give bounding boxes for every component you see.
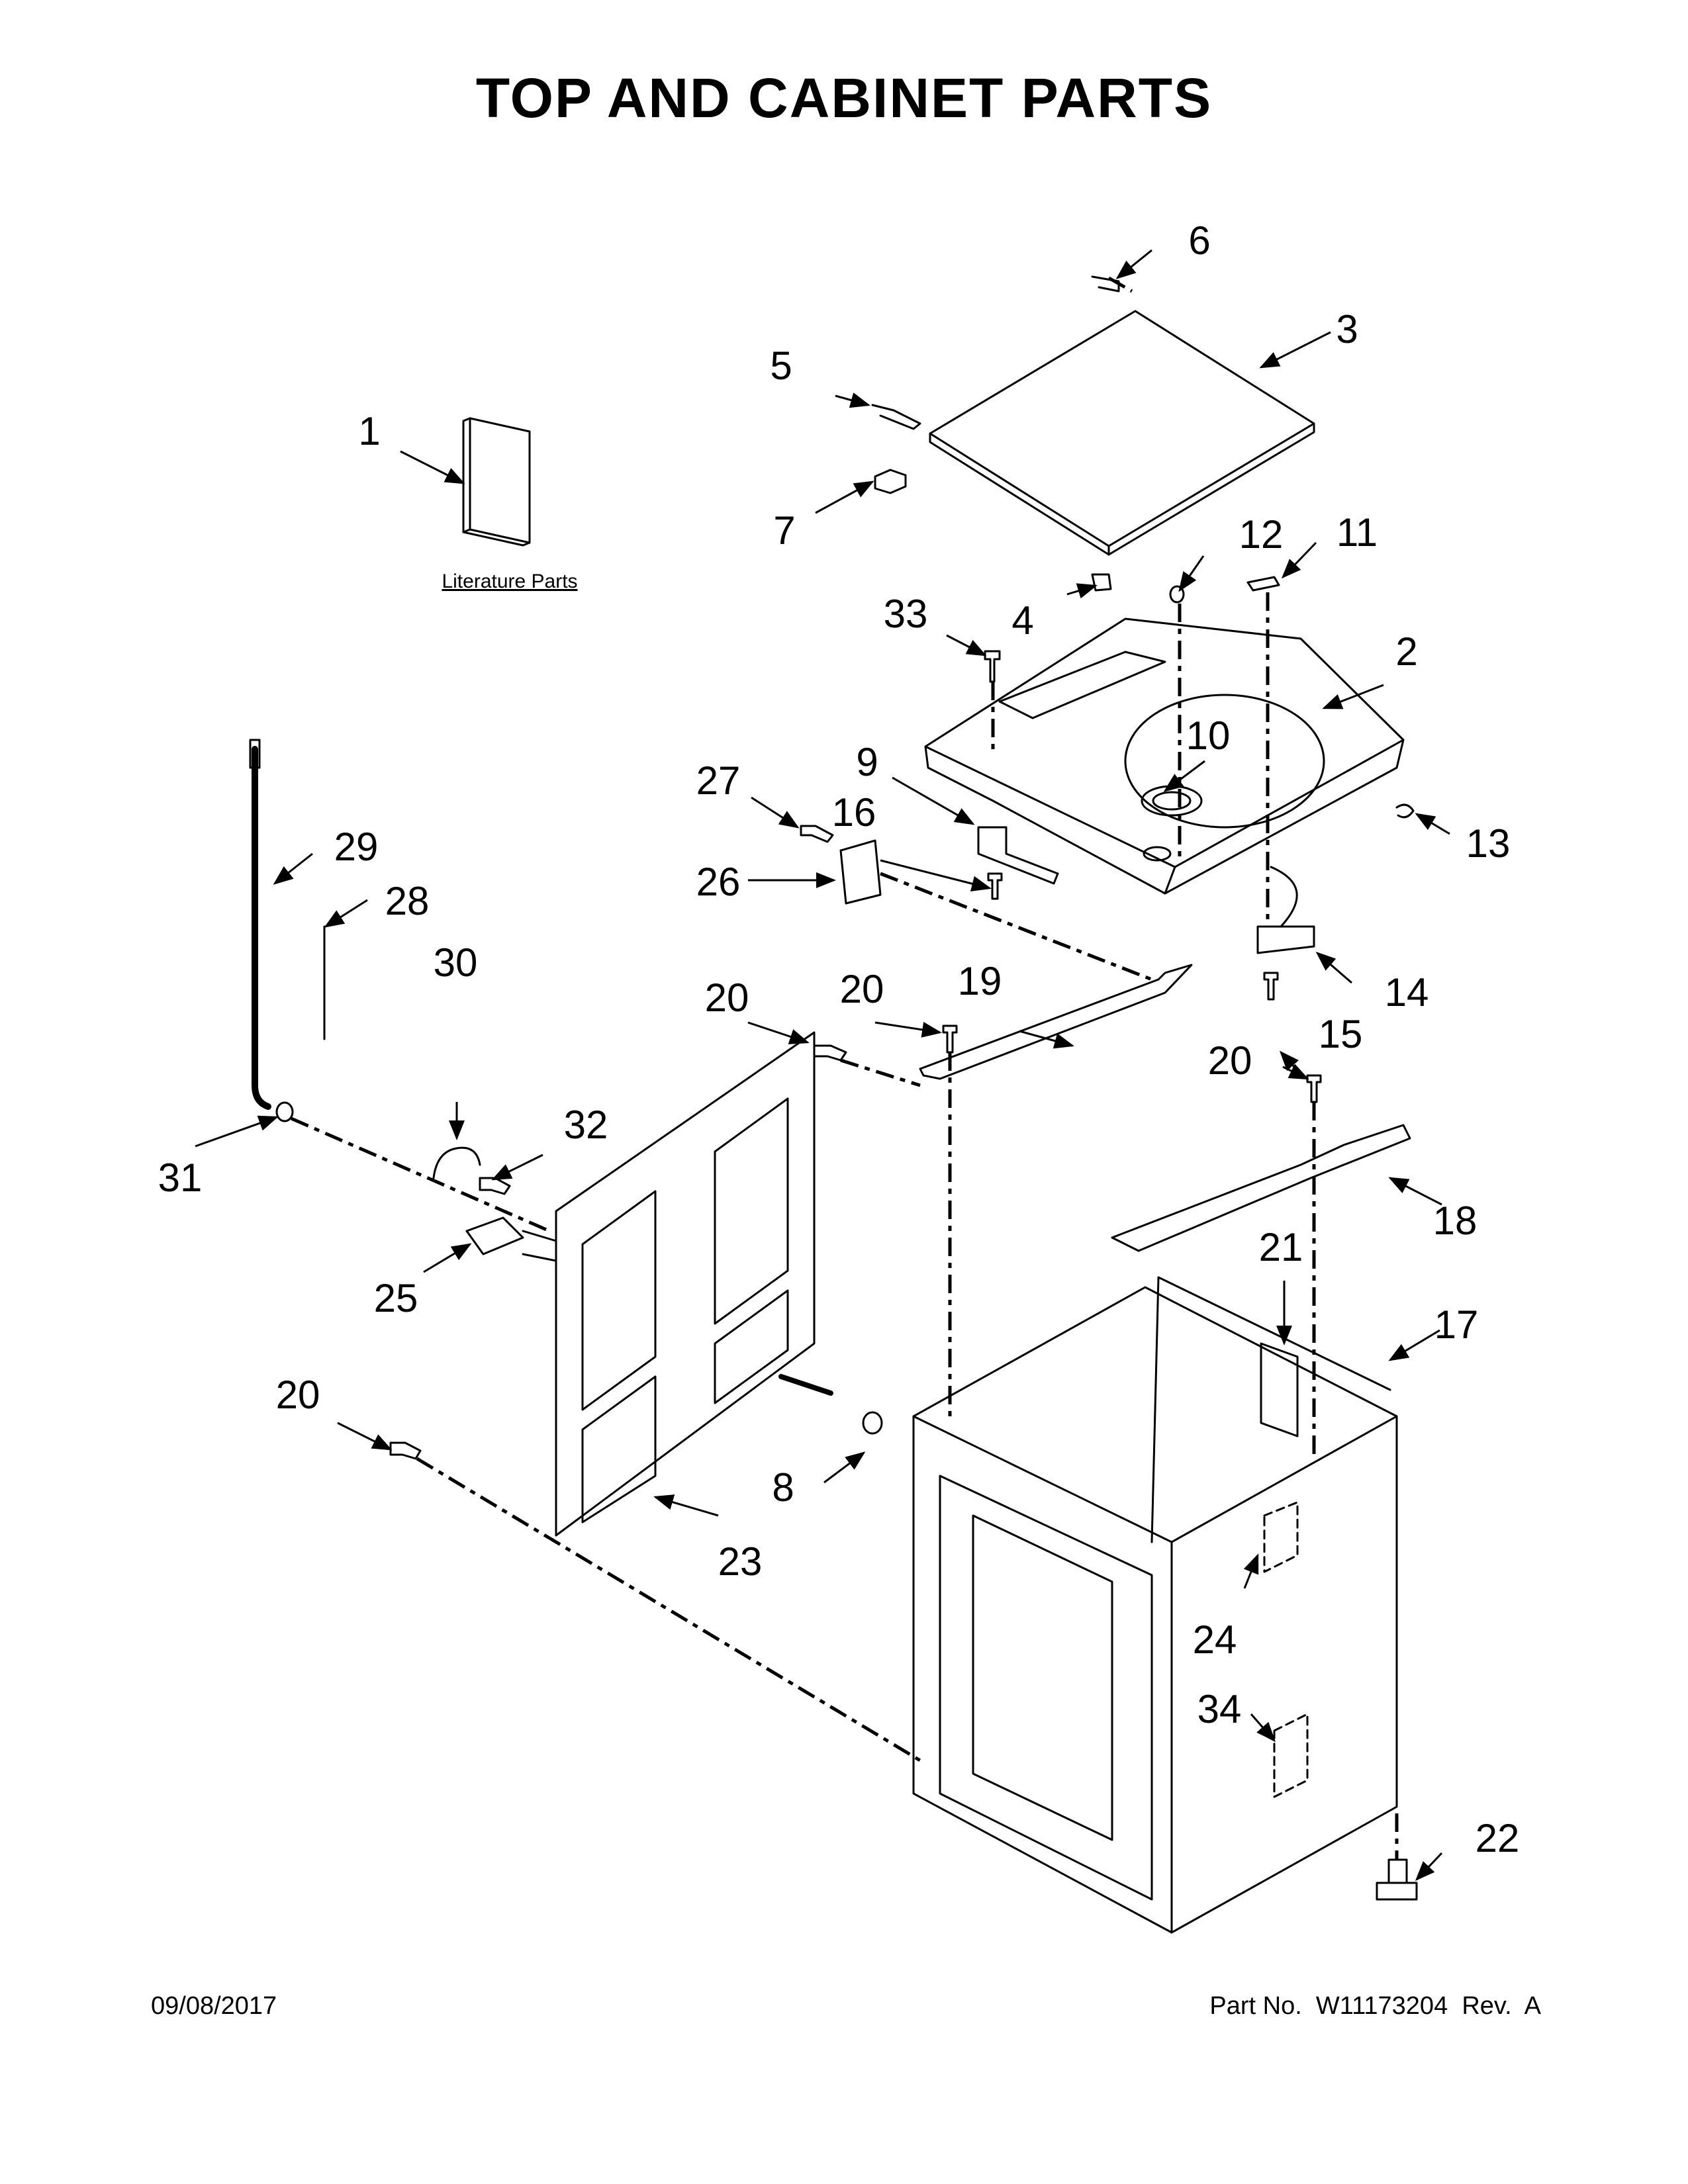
callout-28: 28	[385, 879, 430, 923]
latch-plate	[1246, 576, 1280, 592]
literature-parts-label: Literature Parts	[442, 570, 578, 592]
callout-12: 12	[1239, 512, 1284, 557]
hose-guide	[432, 1146, 481, 1179]
callout-18: 18	[1432, 1199, 1477, 1243]
inlet-hose	[778, 1374, 833, 1396]
lid-lock	[1256, 925, 1315, 954]
callout-8: 8	[772, 1465, 794, 1510]
lid-stop	[1091, 573, 1112, 592]
callout-10: 10	[1186, 713, 1231, 758]
page-title: TOP AND CABINET PARTS	[475, 67, 1213, 129]
callout-22: 22	[1475, 1816, 1520, 1860]
lid-switch	[977, 826, 1059, 885]
callout-2: 2	[1395, 629, 1418, 674]
callout-5: 5	[770, 343, 792, 388]
callout-13: 13	[1466, 821, 1511, 866]
top-panel	[924, 617, 1405, 895]
callout-26: 26	[696, 860, 741, 904]
rear-bracket	[1111, 1124, 1411, 1252]
callout-31: 31	[158, 1156, 203, 1200]
switch-screw	[987, 872, 1003, 900]
hose-bracket	[465, 1216, 524, 1255]
callout-24: 24	[1192, 1617, 1237, 1662]
cabinet	[912, 1276, 1398, 1934]
rear-panel	[555, 1031, 816, 1537]
lid	[929, 310, 1315, 556]
lock-screw	[1263, 972, 1279, 1001]
callout-19: 19	[957, 959, 1002, 1003]
lid-hinge-right	[1091, 275, 1120, 293]
callout-34: 34	[1197, 1687, 1242, 1731]
callout-6: 6	[1188, 218, 1211, 263]
callout-7: 7	[773, 508, 796, 553]
footer-part-number: Part No. W11173204 Rev. A	[1209, 1992, 1541, 2020]
callout-3: 3	[1336, 307, 1358, 351]
hose-clamp	[275, 1101, 294, 1122]
shield	[839, 839, 882, 905]
callout-32: 32	[563, 1103, 608, 1147]
callout-27: 27	[696, 758, 741, 803]
callout-29: 29	[334, 825, 379, 869]
front-bracket	[919, 964, 1193, 1080]
bracket-screw	[800, 825, 834, 843]
callout-23: 23	[718, 1539, 763, 1584]
callout-20: 20	[839, 967, 884, 1011]
lid-bumper	[874, 469, 907, 494]
cabinet-label	[1260, 1342, 1299, 1437]
callout-20: 20	[704, 976, 749, 1020]
callout-30: 30	[433, 940, 478, 985]
callout-21: 21	[1258, 1225, 1303, 1269]
hose-screw	[479, 1177, 511, 1195]
cabinet-screw	[389, 1441, 422, 1460]
callout-16: 16	[831, 790, 876, 835]
grommet	[1169, 585, 1185, 604]
cabinet-screw	[813, 1044, 847, 1062]
serial-label	[1273, 1713, 1309, 1798]
wire-clip	[1395, 803, 1415, 819]
callout-20: 20	[1207, 1038, 1252, 1083]
cabinet-screw	[1306, 1074, 1322, 1103]
callout-33: 33	[883, 592, 928, 636]
callout-9: 9	[856, 740, 878, 784]
callout-15: 15	[1318, 1012, 1363, 1056]
drain-hose	[252, 746, 271, 1110]
lid-hinge-left	[871, 404, 921, 430]
footer-date: 09/08/2017	[151, 1992, 277, 2020]
wiring-diagram	[1263, 1501, 1299, 1573]
leveling-leg	[1387, 1858, 1408, 1884]
callout-11: 11	[1336, 510, 1378, 555]
literature-booklet	[462, 417, 531, 547]
cabinet-screw	[942, 1024, 958, 1054]
callout-17: 17	[1434, 1302, 1479, 1347]
callout-14: 14	[1384, 970, 1429, 1015]
callout-20: 20	[275, 1373, 320, 1417]
callout-1: 1	[358, 409, 381, 453]
top-screw	[984, 650, 1001, 683]
callout-25: 25	[373, 1276, 418, 1320]
callout-4: 4	[1011, 598, 1034, 643]
